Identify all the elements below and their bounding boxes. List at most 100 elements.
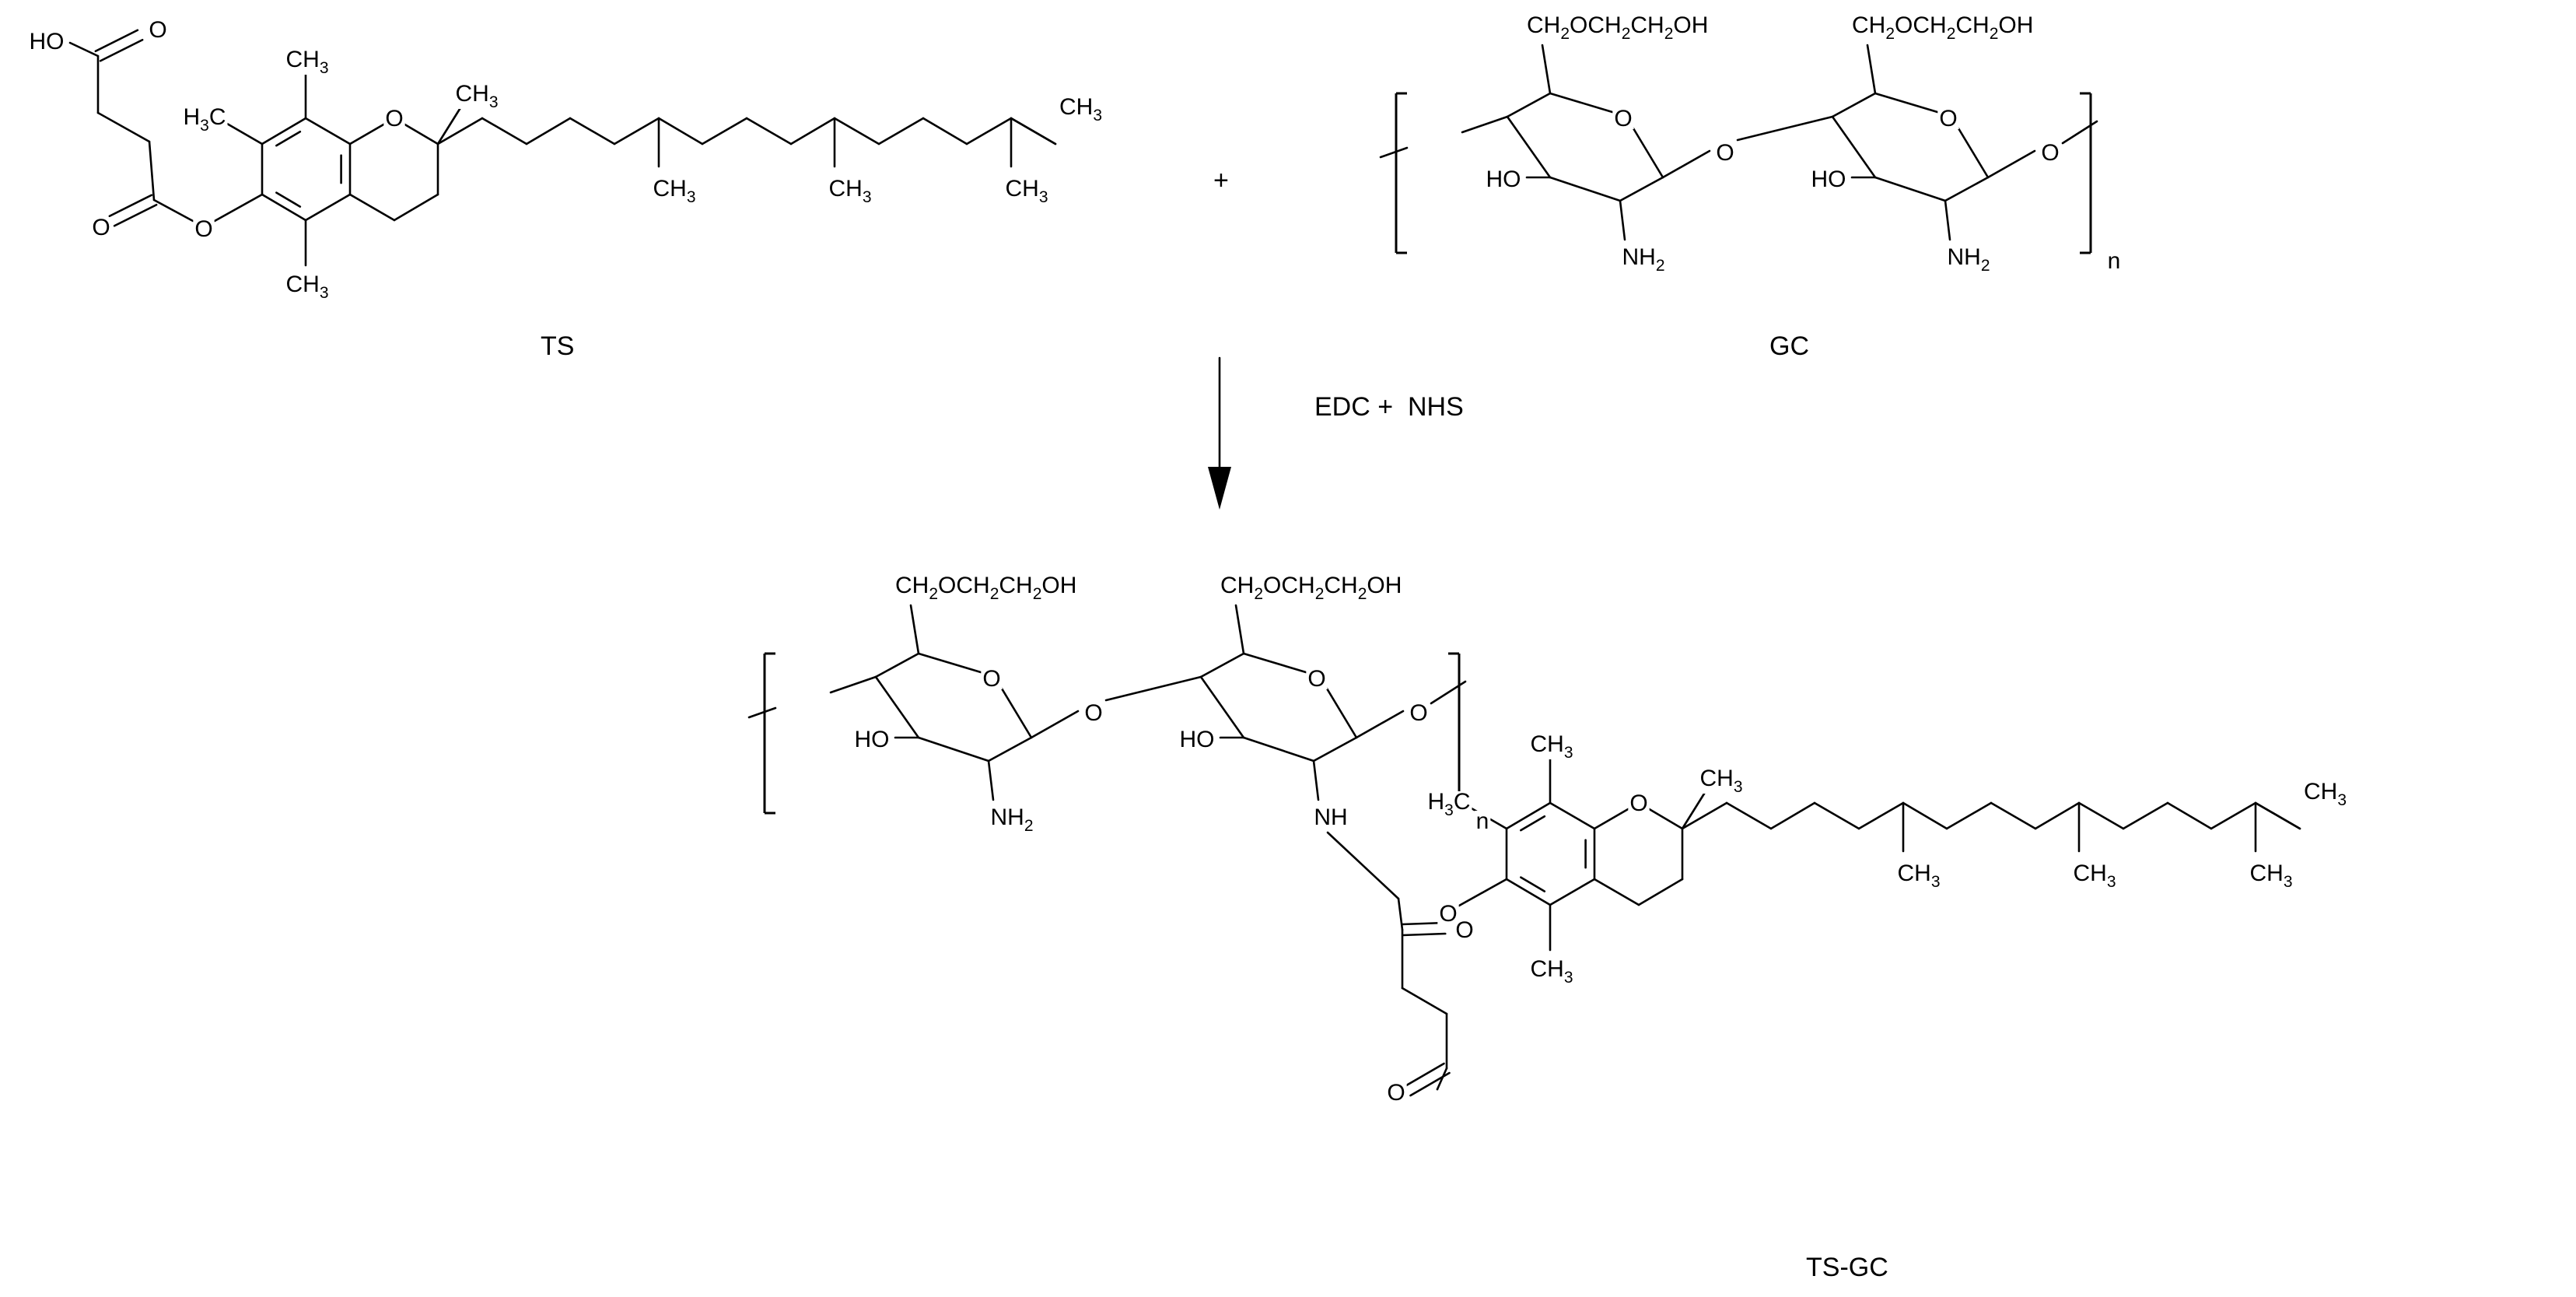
methyl-bond bbox=[436, 105, 463, 145]
acid-bond bbox=[68, 41, 100, 58]
methyl-bond bbox=[1010, 117, 1057, 145]
pyranose-ring-bond bbox=[998, 683, 1033, 739]
pyranose-ring-bond bbox=[1874, 176, 1947, 202]
hydroxyl-label-backdrop bbox=[852, 729, 891, 750]
methyl-label-backdrop bbox=[1003, 178, 1050, 204]
methyl-bond bbox=[1681, 790, 1707, 830]
phytyl-chain-bond bbox=[1725, 801, 1773, 830]
aromatic-ring-bond bbox=[1549, 878, 1596, 906]
glycosidic-bond bbox=[1661, 149, 1711, 179]
product-label: TS-GC bbox=[1806, 1253, 1888, 1282]
ester-carbonyl-oxygen-label: O bbox=[1387, 1080, 1405, 1106]
pyranose-ring-bond bbox=[1629, 123, 1664, 179]
aromatic-double-bond bbox=[1520, 815, 1546, 832]
succinyl-chain-bond bbox=[1401, 987, 1448, 1015]
pyranose-ring-bond bbox=[1199, 675, 1245, 739]
side-chain-label-backdrop bbox=[1850, 15, 2035, 40]
glycosidic-oxygen-label-backdrop bbox=[1083, 703, 1104, 724]
side-chain-label-backdrop bbox=[1525, 15, 1710, 40]
ring-oxygen-label-backdrop bbox=[1628, 793, 1650, 814]
aromatic-double-bond bbox=[275, 191, 302, 208]
phytyl-chain-bond bbox=[2077, 801, 2125, 830]
phytyl-chain-bond bbox=[525, 117, 572, 145]
ester-carbonyl-bond bbox=[1404, 1062, 1445, 1088]
succinyl-chain-bond bbox=[96, 111, 151, 143]
bond-layer bbox=[68, 29, 2301, 1097]
methyl-label-backdrop bbox=[284, 274, 331, 300]
amide-nh-label: NH bbox=[1314, 804, 1347, 830]
pyranose-ring-bond bbox=[917, 736, 990, 762]
gc-label: GC bbox=[1769, 331, 1809, 361]
ring-oxygen-label-backdrop bbox=[383, 108, 405, 129]
methyl-bond bbox=[2254, 801, 2301, 830]
methyl-label-backdrop bbox=[651, 178, 698, 204]
terminal-oxygen-label-backdrop bbox=[1408, 703, 1430, 724]
methyl-bond bbox=[226, 122, 264, 145]
pyranose-ring-bond bbox=[1242, 736, 1315, 762]
pyranose-ring-bond bbox=[917, 652, 982, 674]
pyranose-ring-bond bbox=[987, 736, 1033, 762]
pyranose-ring-bond bbox=[1549, 92, 1614, 114]
amide-bond bbox=[1326, 831, 1400, 900]
glycosidic-bond bbox=[1986, 149, 2036, 179]
acid-double-bond bbox=[94, 29, 139, 53]
amine-bond bbox=[1619, 199, 1626, 241]
amine-bond bbox=[1312, 759, 1320, 801]
ester-oxygen-label: O bbox=[1439, 901, 1457, 927]
phytyl-chain-bond bbox=[1857, 801, 1905, 830]
amide-carbonyl-bond bbox=[1401, 932, 1447, 937]
pyran-ring-bond bbox=[1593, 878, 1640, 906]
pyranose-ring-bond bbox=[1323, 683, 1358, 739]
succinyl-chain-bond bbox=[148, 140, 156, 202]
side-chain-label-backdrop bbox=[1219, 575, 1404, 601]
phytyl-chain-bond bbox=[1769, 801, 1816, 830]
phytyl-chain-bond bbox=[1813, 801, 1860, 830]
hydroxyl-label: HO bbox=[1180, 727, 1215, 752]
hydroxyl-label: HO bbox=[855, 727, 890, 752]
ring-oxygen-label-backdrop bbox=[1612, 108, 1634, 129]
pyranose-ring-bond bbox=[1944, 176, 1990, 202]
ring-oxygen-label: O bbox=[1307, 666, 1325, 692]
aromatic-ring-bond bbox=[304, 193, 352, 222]
amine-label-backdrop bbox=[1945, 247, 1992, 272]
chain-end-bond bbox=[829, 675, 877, 694]
aromatic-double-bond bbox=[1520, 876, 1546, 892]
phytyl-chain-bond bbox=[701, 117, 748, 145]
pyranose-ring-bond bbox=[1549, 176, 1622, 202]
ester-oxygen-label: O bbox=[194, 216, 212, 242]
hydroxyl-label: HO bbox=[1486, 167, 1521, 192]
repeat-unit-n: n bbox=[2108, 248, 2121, 274]
amine-bond bbox=[987, 759, 995, 801]
carbonyl-double-bond bbox=[113, 203, 158, 227]
ester-bond bbox=[213, 193, 264, 223]
carbonyl-oxygen-label: O bbox=[92, 215, 110, 240]
ester-bond bbox=[1458, 878, 1508, 907]
hydroxyl-label-backdrop bbox=[1178, 729, 1216, 750]
glycosidic-bond bbox=[1355, 710, 1405, 739]
hydroxyl-label-backdrop bbox=[27, 31, 66, 52]
phytyl-chain-bond bbox=[2122, 801, 2169, 830]
ts-label: TS bbox=[541, 331, 574, 361]
phytyl-chain-bond bbox=[789, 117, 836, 145]
ester-bond bbox=[152, 198, 194, 223]
terminal-oxygen-label-backdrop bbox=[2039, 142, 2061, 163]
acid-oxygen-label: O bbox=[149, 17, 166, 43]
methyl-label-backdrop bbox=[284, 49, 331, 75]
reaction-conditions: EDC + NHS bbox=[1314, 392, 1464, 422]
phytyl-chain-bond bbox=[2166, 801, 2213, 830]
chain-end-bond bbox=[747, 706, 777, 719]
glycosidic-bond bbox=[1736, 115, 1834, 142]
phytyl-chain-bond bbox=[1945, 801, 1993, 830]
amide-nh-label-backdrop bbox=[1312, 807, 1349, 828]
glycosidic-bond bbox=[1104, 675, 1202, 702]
side-chain-bond bbox=[1866, 44, 1877, 95]
plus-sign: + bbox=[1213, 166, 1229, 195]
repeat-unit-n-backdrop bbox=[2105, 251, 2123, 272]
side-chain-bond bbox=[1541, 44, 1552, 95]
chain-end-bond bbox=[1461, 115, 1509, 134]
ester-carbonyl-oxygen-label-backdrop bbox=[1385, 1082, 1407, 1103]
phytyl-chain-bond bbox=[481, 117, 528, 145]
side-chain-label: CH2OCH2CH2OH bbox=[1527, 12, 1708, 43]
